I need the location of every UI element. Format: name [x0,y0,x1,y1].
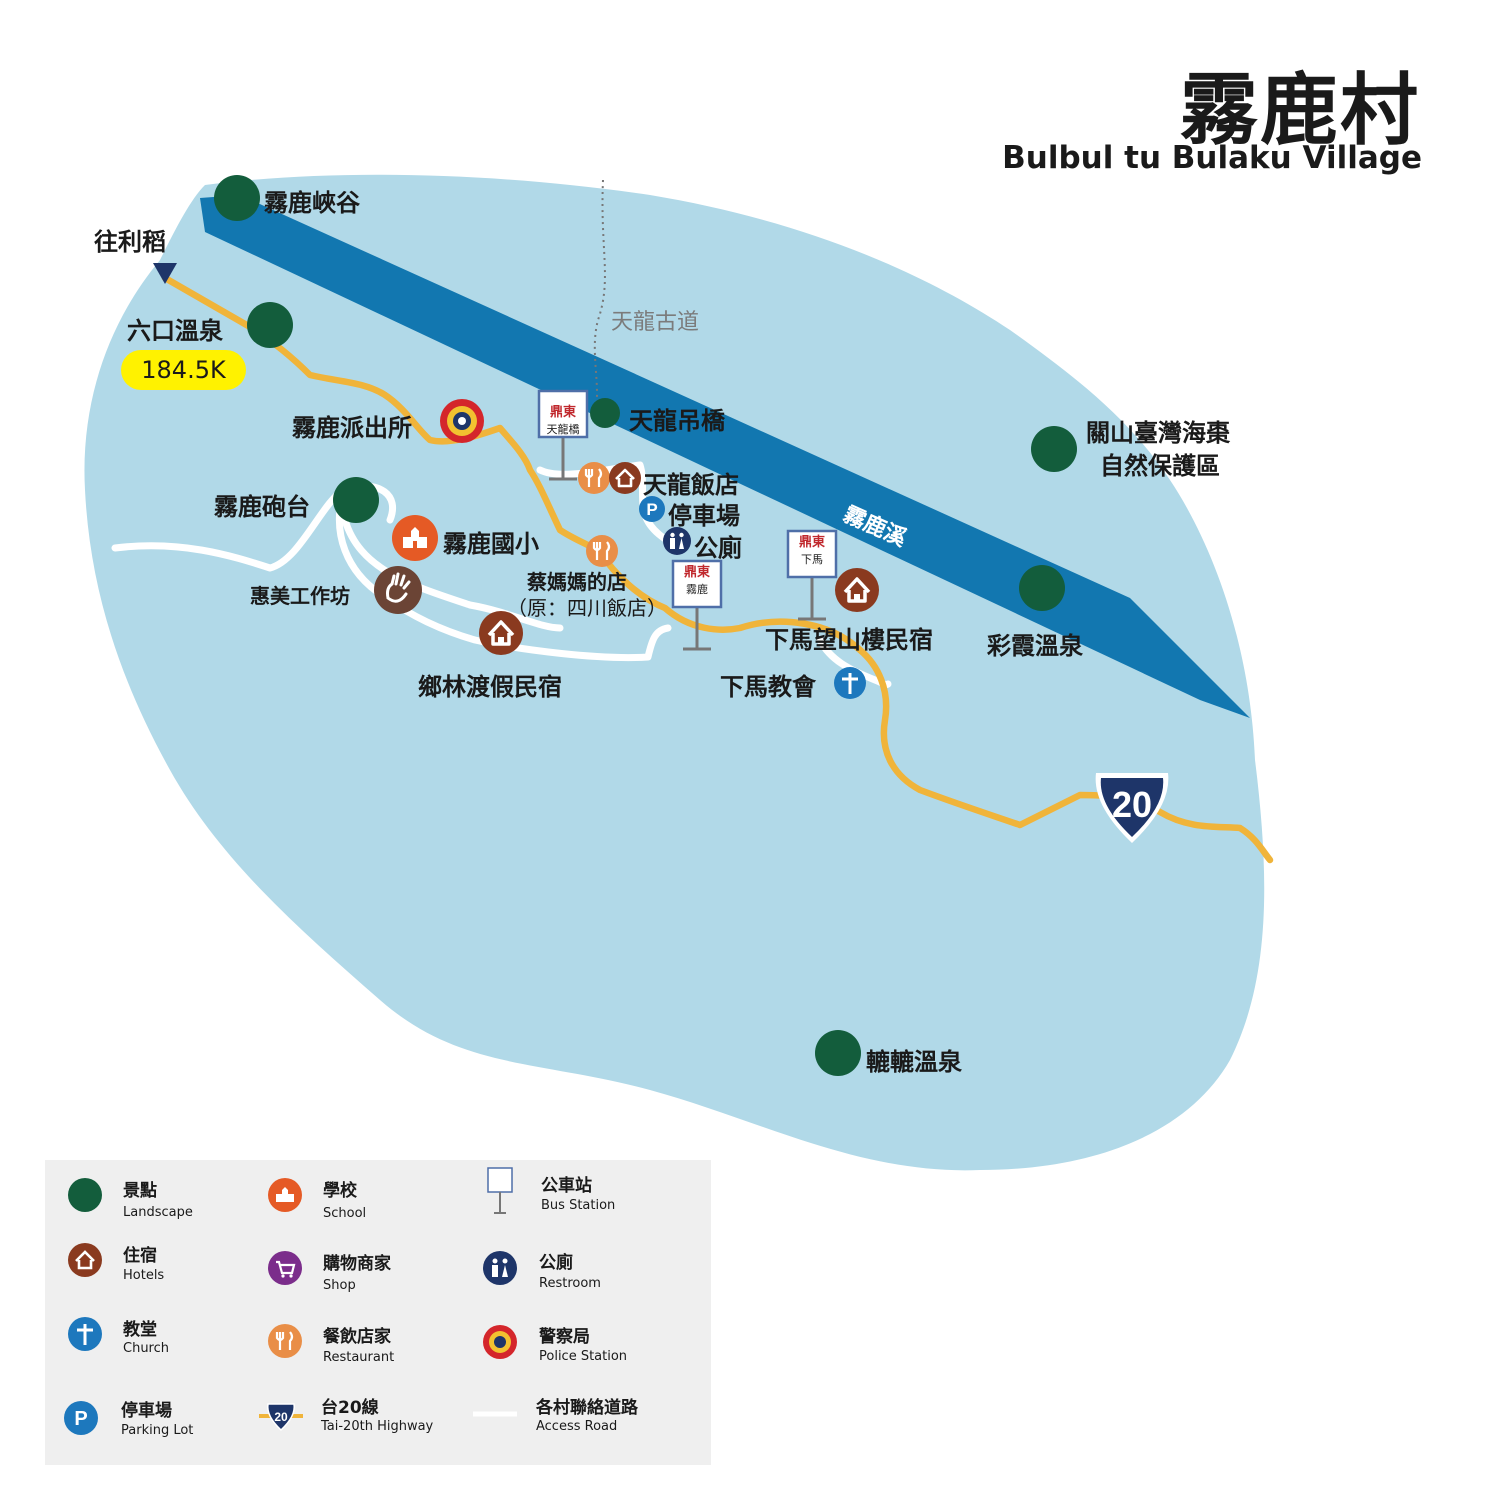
church-icon [832,665,868,701]
cai-mama-restaurant-icon [584,533,620,569]
svg-text:下馬: 下馬 [801,553,823,566]
bus-stop-xiama: 鼎東 下馬 [786,529,838,621]
wulu-fort-marker [333,477,379,523]
label-to-lidao: 往利稻 [94,228,166,256]
legend-parking-icon: P [64,1401,98,1435]
highway-20-shield: 20 [1095,773,1169,843]
xiama-bnb-icon [833,566,881,614]
legend-parking-zh: 停車場 [121,1401,172,1421]
legend-bus-station-en: Bus Station [541,1198,616,1213]
to-lidao-arrow [153,263,177,284]
guanshan-reserve-marker [1031,426,1077,472]
restroom-icon [663,527,691,555]
legend-highway-icon: 20 [259,1403,303,1432]
police-icon [440,399,484,443]
label-restroom: 公廁 [694,534,742,562]
label-cai-mama: 蔡媽媽的店 [527,570,627,594]
tianlong-hotel-icon [609,462,641,494]
legend-bus-station-icon [487,1167,513,1214]
legend-police-en: Police Station [539,1349,628,1364]
label-guanshan-reserve-1: 關山臺灣海棗 [1086,419,1230,447]
label-wulu-fort: 霧鹿砲台 [214,493,310,521]
legend-restroom-icon [483,1251,517,1285]
legend-highway-en: Tai-20th Highway [321,1419,434,1434]
legend-landscape-icon [68,1178,102,1212]
bus-stop-wulu: 鼎東 霧鹿 [671,559,723,651]
workshop-hand-icon [372,564,424,616]
legend-landscape-zh: 景點 [123,1181,157,1201]
svg-text:霧鹿: 霧鹿 [686,582,708,596]
liukou-hotspring-marker [247,302,293,348]
page-subtitle: Bulbul tu Bulaku Village [1002,140,1422,176]
legend-shop-zh: 購物商家 [323,1254,391,1274]
legend-access-road-en: Access Road [536,1419,618,1434]
label-xiama-bnb: 下馬望山樓民宿 [765,626,933,654]
legend-highway-zh: 台20線 [321,1398,379,1418]
legend-restaurant-icon [268,1324,302,1358]
km-marker: 184.5K [121,350,246,390]
svg-text:天龍橋: 天龍橋 [547,422,580,436]
legend-restaurant-zh: 餐飲店家 [323,1327,391,1347]
svg-text:20: 20 [1112,784,1152,825]
river-wulu-creek [200,195,1250,718]
label-huimei-workshop: 惠美工作坊 [250,584,350,608]
legend-hotel-zh: 住宿 [123,1246,157,1266]
legend-shop-icon [268,1251,302,1285]
tianlong-trail-path [593,179,606,411]
label-tianlong-bridge: 天龍吊橋 [629,407,725,435]
legend-school-icon [268,1178,302,1212]
label-parking: 停車場 [668,502,740,530]
school-icon [392,515,438,561]
legend-hotel-icon [68,1243,102,1277]
legend-icons: P 20 [64,1167,517,1435]
label-wulu-school: 霧鹿國小 [443,530,539,558]
label-xiama-church: 下馬教會 [720,673,816,701]
legend-hotel-en: Hotels [123,1268,165,1283]
wulu-gorge-marker [214,175,260,221]
svg-text:P: P [74,1408,87,1430]
lulu-hotspring-marker [815,1030,861,1076]
svg-text:鼎東: 鼎東 [799,534,825,550]
legend-bus-station-zh: 公車站 [541,1176,592,1196]
legend-restroom-zh: 公廁 [539,1253,573,1273]
label-tianlong-trail: 天龍古道 [611,310,700,335]
legend-landscape-en: Landscape [123,1205,193,1220]
svg-text:鼎東: 鼎東 [684,564,710,580]
access-road [111,461,892,689]
label-guanshan-reserve-2: 自然保護區 [1100,452,1220,480]
legend-school-zh: 學校 [323,1181,357,1201]
label-tianlong-hotel: 天龍飯店 [643,471,739,499]
caixia-hotspring-marker [1019,565,1065,611]
village-land-area [84,174,1265,1171]
legend-church-icon [68,1317,102,1351]
tianlong-bridge-marker [590,398,620,428]
label-wulu-gorge: 霧鹿峽谷 [264,189,360,217]
label-police-station: 霧鹿派出所 [292,414,412,442]
label-lulu-hotspring: 轆轆溫泉 [866,1048,962,1076]
legend-school-en: School [323,1206,367,1221]
legend-restaurant-en: Restaurant [323,1350,395,1365]
legend-restroom-en: Restroom [539,1276,601,1291]
label-xianglin-bnb: 鄉林渡假民宿 [418,673,562,701]
restaurant-icon [576,460,612,496]
legend-parking-en: Parking Lot [121,1423,194,1438]
legend-church-en: Church [123,1341,170,1356]
svg-text:鼎東: 鼎東 [550,404,576,420]
legend-church-zh: 教堂 [123,1320,157,1340]
label-caixia-hotspring: 彩霞溫泉 [987,632,1083,660]
svg-text:20: 20 [274,1410,288,1424]
page-title: 霧鹿村 [1179,66,1420,156]
legend: P 20 景點 Landscape 學校 School 公車站 Bus Stat… [45,1160,711,1465]
label-cai-mama-former: （原：四川飯店） [507,596,667,620]
bus-stop-tianlong-bridge: 鼎東 天龍橋 [537,389,589,481]
label-liukou-hotspring: 六口溫泉 [127,317,223,345]
legend-shop-en: Shop [323,1278,356,1293]
legend-access-road-zh: 各村聯絡道路 [536,1398,638,1418]
highway-20-route [161,274,1274,864]
legend-police-icon [483,1325,517,1359]
legend-police-zh: 警察局 [539,1327,590,1347]
